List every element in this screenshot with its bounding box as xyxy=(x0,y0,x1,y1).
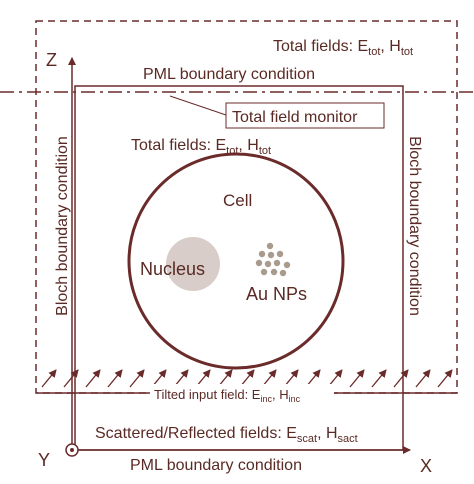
input-field-arrow xyxy=(349,369,365,388)
au-nps-label: Au NPs xyxy=(246,284,307,304)
input-field-arrow xyxy=(437,369,453,388)
pml-top-label: PML boundary condition xyxy=(143,66,315,83)
input-field-arrow xyxy=(129,369,145,388)
au-nanoparticles xyxy=(255,242,291,277)
nanoparticle xyxy=(264,260,272,268)
axis-x-label: X xyxy=(420,456,432,476)
nanoparticle xyxy=(273,259,281,267)
total-field-monitor-label: Total field monitor xyxy=(232,109,358,126)
input-field-arrow xyxy=(415,369,431,388)
scattered-label: Scattered/Reflected fields: Escat, Hsact xyxy=(95,425,358,445)
input-field-arrow xyxy=(85,369,101,388)
axis-y-label: Y xyxy=(38,450,50,470)
input-field-arrow xyxy=(41,369,57,388)
axis-z-label: Z xyxy=(46,50,57,70)
tilted-input-label-bg xyxy=(150,384,334,404)
input-field-arrow xyxy=(63,369,79,388)
nanoparticle xyxy=(270,268,278,276)
nanoparticle xyxy=(276,250,284,258)
bloch-left-label: Bloch boundary condition xyxy=(54,136,71,316)
total-fields-top-label: Total fields: Etot, Htot xyxy=(273,38,413,58)
y-axis-symbol-dot xyxy=(70,448,74,452)
nanoparticle xyxy=(266,242,274,250)
input-field-arrow xyxy=(107,369,123,388)
input-field-arrow xyxy=(393,369,409,388)
total-fields-inner-label: Total fields: Etot, Htot xyxy=(131,137,271,157)
nanoparticle xyxy=(279,269,287,277)
nanoparticle xyxy=(283,261,291,269)
monitor-callout-box xyxy=(225,102,385,129)
outer-dashed-boundary xyxy=(35,20,458,394)
cell-circle xyxy=(127,152,345,370)
cell-label: Cell xyxy=(223,191,252,210)
monitor-callout-leader xyxy=(169,95,227,116)
nanoparticle xyxy=(258,250,266,258)
tilted-input-label: Tilted input field: Einc, Hinc xyxy=(154,387,301,404)
nanoparticle xyxy=(260,268,268,276)
nucleus-circle xyxy=(166,237,220,291)
bloch-right-label: Bloch boundary condition xyxy=(406,136,423,316)
nanoparticle xyxy=(267,251,275,259)
nanoparticle xyxy=(255,259,263,267)
nucleus-label: Nucleus xyxy=(140,259,205,279)
input-field-arrow xyxy=(371,369,387,388)
pml-bottom-label: PML boundary condition xyxy=(130,457,302,474)
